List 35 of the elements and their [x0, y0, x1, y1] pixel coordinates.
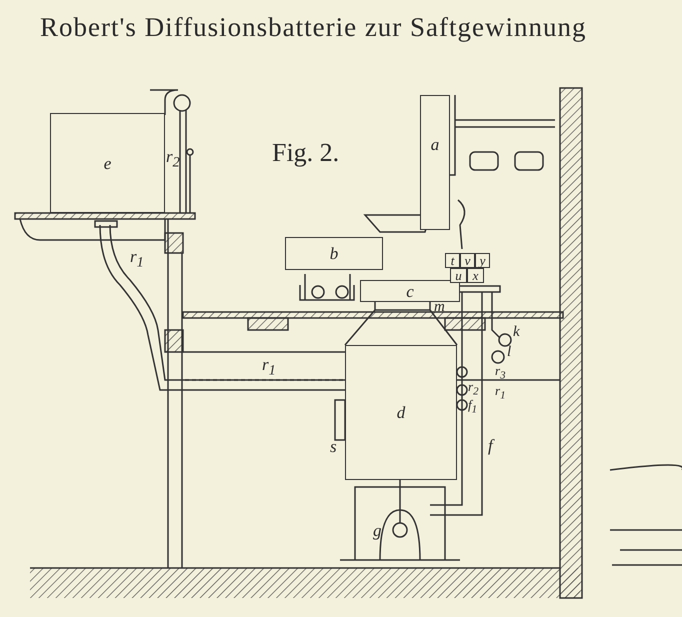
diffuser-vessel — [345, 345, 457, 480]
part-letter: d — [396, 404, 406, 421]
callout-letter: r$_{1}$ — [262, 356, 276, 378]
funnel — [360, 280, 460, 302]
callout-letter: r$_{3}$ — [495, 364, 506, 382]
callout-letter: g — [373, 522, 382, 539]
callout-letter: r$_{2}$ — [468, 380, 478, 398]
chute — [420, 95, 450, 230]
callout-letter: r$_{1}$ — [130, 248, 144, 270]
part-letter: t — [450, 254, 454, 267]
callout-letter: r$_{2}$ — [166, 148, 180, 170]
part-letter: u — [455, 269, 462, 282]
part-letter: y — [480, 254, 486, 267]
valve-box — [445, 253, 460, 268]
valve-box — [475, 253, 490, 268]
part-letter: e — [104, 154, 112, 172]
callout-letter: f — [488, 437, 493, 454]
wagon — [285, 237, 383, 270]
valve-box — [450, 268, 467, 283]
tank — [50, 113, 165, 213]
part-letter: c — [406, 282, 414, 300]
part-letter: b — [330, 245, 338, 262]
valve-box — [467, 268, 484, 283]
callout-letter: k — [513, 325, 520, 340]
part-letter: v — [464, 254, 470, 267]
callout-letter: r$_{1}$ — [495, 384, 506, 402]
title: Robert's Diffusionsbatterie zur Saftgewinnung — [40, 12, 587, 43]
callout-letter: s — [330, 438, 337, 455]
valve-box — [460, 253, 475, 268]
callout-letter: m — [434, 300, 445, 315]
callout-letter: l — [507, 345, 512, 360]
figure-number: Fig. 2. — [272, 140, 340, 166]
part-letter: x — [472, 269, 478, 282]
part-letter: a — [430, 136, 440, 153]
callout-letter: f$_{1}$ — [468, 398, 478, 416]
